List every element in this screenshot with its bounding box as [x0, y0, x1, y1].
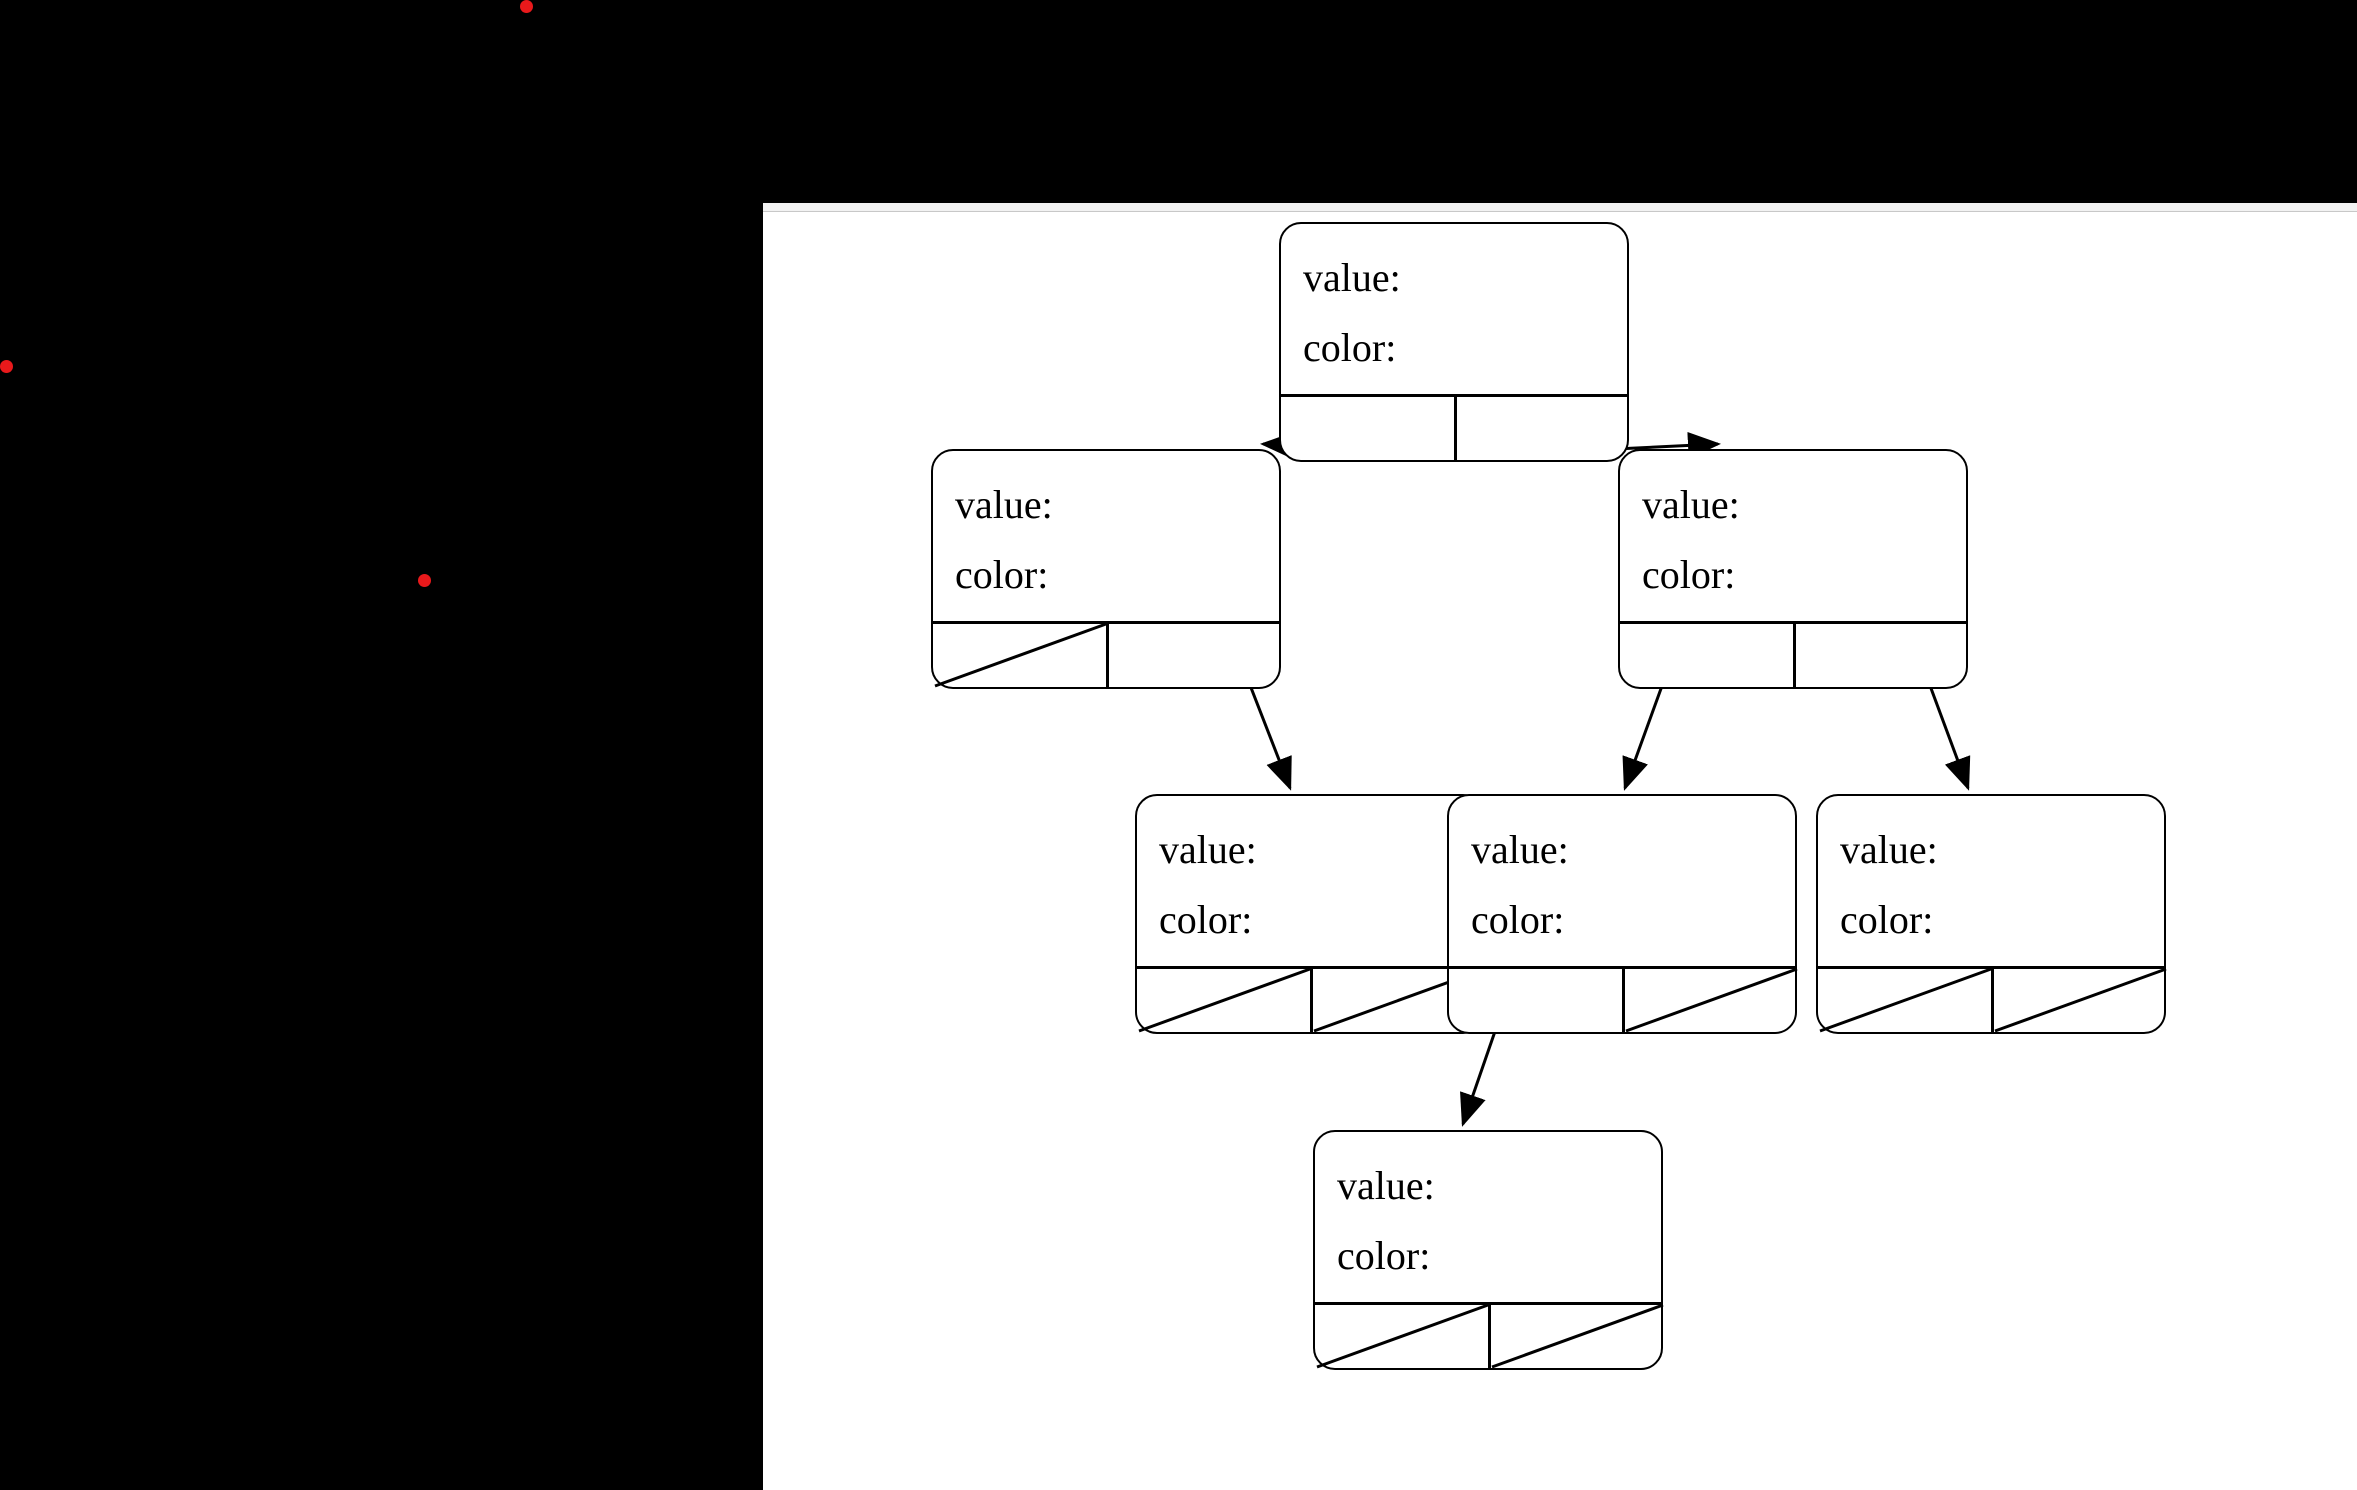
node-left-pointer-cell[interactable] [933, 619, 1108, 687]
tree-node-left[interactable]: value: color: [931, 449, 1281, 689]
node-pointer-split [1310, 968, 1313, 1032]
node-left-pointer-cell[interactable] [1818, 964, 1993, 1032]
node-pointer-split [1622, 968, 1625, 1032]
node-pointer-split [1793, 623, 1796, 687]
node-left-pointer-cell[interactable] [1315, 1300, 1490, 1368]
node-pointer-split [1106, 623, 1109, 687]
node-right-pointer-cell[interactable] [1108, 619, 1283, 687]
node-color-label: color: [1337, 1233, 1431, 1278]
node-color-label: color: [1159, 897, 1253, 942]
node-right-pointer-cell[interactable] [1456, 392, 1631, 460]
node-divider [1816, 966, 2166, 969]
node-color-label: color: [1840, 897, 1934, 942]
node-value-label: value: [1337, 1163, 1435, 1208]
node-pointer-split [1991, 968, 1994, 1032]
node-value-label: value: [1642, 482, 1740, 527]
node-divider [1279, 394, 1629, 397]
null-pointer-slash-left [1819, 967, 1992, 1033]
node-color-label: color: [1471, 897, 1565, 942]
node-right-pointer-cell[interactable] [1490, 1300, 1665, 1368]
node-left-pointer-cell[interactable] [1281, 392, 1456, 460]
node-divider [1135, 966, 1485, 969]
node-value-label: value: [1303, 255, 1401, 300]
node-left-pointer-cell[interactable] [1620, 619, 1795, 687]
node-value-label: value: [955, 482, 1053, 527]
cursor-dot-middle [418, 574, 431, 587]
node-left-pointer-cell[interactable] [1449, 964, 1624, 1032]
cursor-dot-left [0, 360, 13, 373]
tree-node-right-left[interactable]: value: color: [1447, 794, 1799, 1034]
node-pointer-split [1454, 396, 1457, 460]
node-right-pointer-cell[interactable] [1795, 619, 1970, 687]
binary-tree-diagram: value: color: value: color: [763, 212, 2357, 1490]
null-pointer-slash-right [1994, 967, 2167, 1033]
node-left-pointer-cell[interactable] [1137, 964, 1312, 1032]
null-pointer-slash-left [1316, 1303, 1489, 1369]
node-color-label: color: [1642, 552, 1736, 597]
tree-node-right-left-left[interactable]: value: color: [1313, 1130, 1665, 1370]
node-divider [1618, 621, 1968, 624]
null-pointer-slash-left [1138, 967, 1311, 1033]
node-divider [1313, 1302, 1663, 1305]
null-pointer-slash-left [934, 622, 1107, 688]
node-color-label: color: [955, 552, 1049, 597]
cursor-dot-top [520, 0, 533, 13]
diagram-window[interactable]: value: color: value: color: [763, 203, 2357, 1490]
node-value-label: value: [1159, 827, 1257, 872]
tree-node-right-right[interactable]: value: color: [1816, 794, 2168, 1034]
node-color-label: color: [1303, 325, 1397, 370]
node-right-pointer-cell[interactable] [1624, 964, 1799, 1032]
null-pointer-slash-right [1625, 967, 1798, 1033]
tree-node-right[interactable]: value: color: [1618, 449, 1968, 689]
node-divider [931, 621, 1281, 624]
node-pointer-split [1488, 1304, 1491, 1368]
node-value-label: value: [1840, 827, 1938, 872]
node-divider [1447, 966, 1797, 969]
tree-node-root[interactable]: value: color: [1279, 222, 1629, 462]
tree-node-left-right[interactable]: value: color: [1135, 794, 1486, 1034]
node-right-pointer-cell[interactable] [1993, 964, 2168, 1032]
null-pointer-slash-right [1491, 1303, 1664, 1369]
window-titlebar[interactable] [763, 203, 2357, 212]
node-value-label: value: [1471, 827, 1569, 872]
